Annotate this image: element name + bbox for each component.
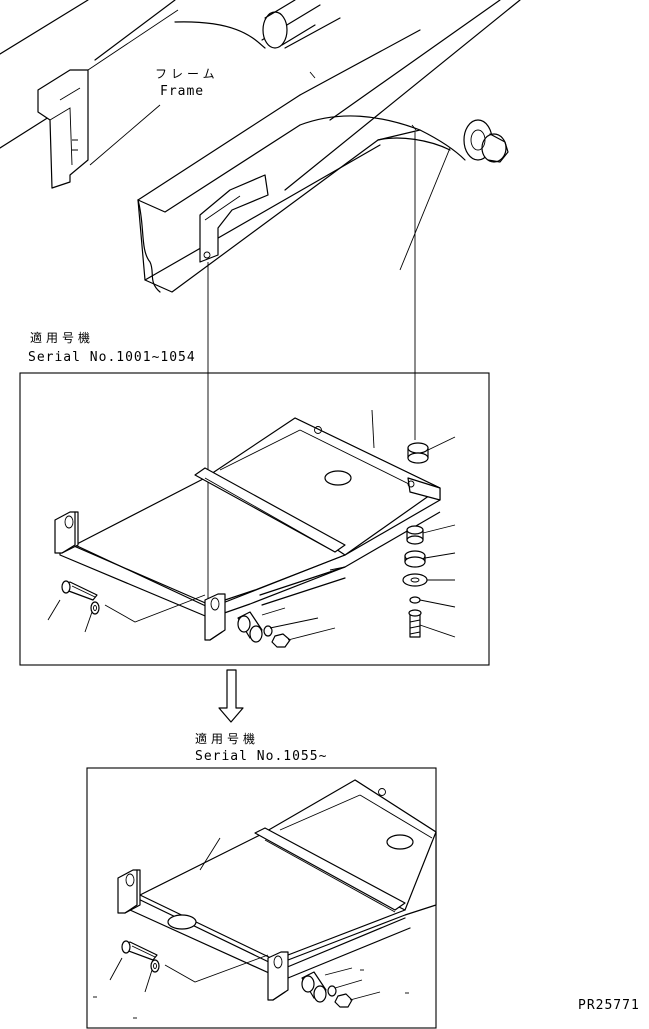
serial-old-label-en: Serial No.1001~1054 bbox=[28, 350, 196, 365]
serial-new-label-jp: 適用号機 bbox=[195, 732, 260, 746]
drawing-code: PR25771 bbox=[578, 998, 640, 1013]
frame-label-en: Frame bbox=[160, 84, 205, 99]
down-arrow bbox=[218, 669, 244, 723]
old-right-hardware bbox=[402, 436, 456, 638]
old-bottom-hardware bbox=[237, 566, 346, 648]
new-left-hardware bbox=[93, 940, 269, 1019]
serial-new-label-en: Serial No.1055~ bbox=[195, 749, 328, 764]
frame-assembly bbox=[0, 0, 521, 293]
old-assembly-box bbox=[19, 372, 490, 666]
serial-old-label-jp: 適用号機 bbox=[30, 331, 95, 345]
new-bottom-hardware bbox=[301, 967, 409, 1008]
frame-label-jp: フレーム bbox=[155, 67, 219, 81]
old-left-hardware bbox=[47, 580, 206, 633]
new-assembly-box bbox=[86, 767, 437, 1029]
